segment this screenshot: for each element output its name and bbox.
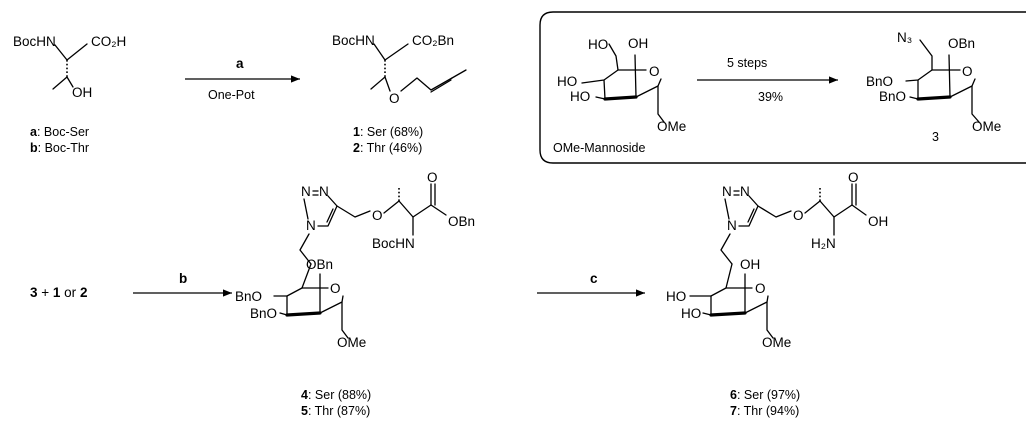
caption-id-6: 6 (730, 388, 737, 402)
p67-carbonyl-o-label: O (848, 170, 859, 185)
p45-bno-3-label: BnO (250, 306, 277, 321)
caption-id-4: 4 (301, 388, 308, 402)
azide-ome-label: OMe (972, 119, 1001, 134)
p67-acid-oh-label: OH (868, 214, 888, 229)
p67-n-b-label: N (740, 184, 750, 199)
reaction-arrow-a: a One-Pot (185, 56, 300, 102)
arrow-a-condition: One-Pot (208, 88, 255, 102)
azide-bno-4-label: BnO (866, 74, 893, 89)
svg-text:6: Ser (97%): 6: Ser (97%) (730, 388, 800, 402)
mann-ring-o-label: O (649, 64, 660, 79)
azide-ring-o-label: O (962, 64, 973, 79)
product-67-structure: N N N O O OH H₂N OH HO HO O OMe (666, 170, 888, 350)
p45-n-c-label: N (306, 218, 316, 233)
caption-boc-ser: : Boc-Ser (37, 125, 89, 139)
mannoside-structure: HO OH HO HO O OMe (557, 36, 686, 134)
inset-arrow-above: 5 steps (727, 56, 767, 70)
reactant-2: 2 (80, 285, 88, 300)
p67-ring-o-label: O (755, 281, 766, 296)
azide-compound-id: 3 (932, 130, 939, 144)
mann-oh-label: OH (628, 36, 648, 51)
product-12-structure: BocHN CO₂Bn O (332, 33, 467, 106)
caption-thr-87: : Thr (87%) (308, 404, 370, 418)
p67-oh-2-label: OH (740, 257, 760, 272)
product-67-captions: 6: Ser (97%) 7: Thr (94%) (730, 388, 800, 418)
product-45-structure: N N N O O OBn BocHN OBn BnO BnO O OMe (235, 170, 475, 350)
p45-ester-obn-label: OBn (448, 214, 475, 229)
caption-ser-68: : Ser (68%) (360, 125, 423, 139)
svg-text:b: Boc-Thr: b: Boc-Thr (30, 141, 89, 155)
p45-ring-o-label: O (330, 281, 341, 296)
p45-n-b-label: N (319, 184, 329, 199)
azide-bno-3-label: BnO (879, 89, 906, 104)
inset-arrow-below: 39% (758, 90, 783, 104)
start-oh-label: OH (72, 85, 92, 100)
mann-ho-3-label: HO (570, 89, 590, 104)
start-co2h-label: CO₂H (91, 34, 126, 49)
svg-text:4: Ser (88%): 4: Ser (88%) (301, 388, 371, 402)
caption-id-b: b (30, 141, 38, 155)
p45-ome-label: OMe (337, 335, 366, 350)
arrow-c-letter: c (590, 271, 598, 286)
reaction-arrow-b: b (133, 271, 232, 297)
arrow-a-letter: a (236, 56, 244, 71)
caption-id-1: 1 (353, 125, 360, 139)
mannoside-caption: OMe-Mannoside (553, 141, 645, 155)
svg-text:2: Thr (46%): 2: Thr (46%) (353, 141, 422, 155)
svg-text:a: Boc-Ser: a: Boc-Ser (30, 125, 89, 139)
p45-ether-o-label: O (372, 208, 383, 223)
p45-n-a-label: N (301, 184, 311, 199)
reactant-1: 1 (53, 285, 61, 300)
caption-id-5: 5 (301, 404, 308, 418)
p67-ether-o-label: O (793, 208, 804, 223)
p45-carbonyl-o-label: O (427, 170, 438, 185)
reaction-arrow-c: c (537, 271, 645, 297)
caption-thr-94: : Thr (94%) (737, 404, 799, 418)
product-12-captions: 1: Ser (68%) 2: Thr (46%) (353, 125, 423, 155)
p12-bochn-label: BocHN (332, 33, 375, 48)
inset-box (539, 11, 1026, 164)
caption-id-7: 7 (730, 404, 737, 418)
caption-ser-97: : Ser (97%) (737, 388, 800, 402)
reactant-plus: + (38, 285, 53, 300)
p12-co2bn-label: CO₂Bn (412, 33, 454, 48)
p67-ho-3-label: HO (681, 306, 701, 321)
start-captions: a: Boc-Ser b: Boc-Thr (30, 125, 89, 155)
caption-boc-thr: : Boc-Thr (38, 141, 89, 155)
p67-ome-label: OMe (762, 335, 791, 350)
p67-h2n-label: H₂N (811, 236, 836, 251)
azide-obn-label: OBn (948, 36, 975, 51)
p67-n-c-label: N (727, 218, 737, 233)
mann-ome-label: OMe (657, 119, 686, 134)
product-45-captions: 4: Ser (88%) 5: Thr (87%) (301, 388, 371, 418)
caption-ser-88: : Ser (88%) (308, 388, 371, 402)
caption-thr-46: : Thr (46%) (360, 141, 422, 155)
mann-ho-top-label: HO (588, 37, 608, 52)
p45-bno-4-label: BnO (235, 289, 262, 304)
azide-3-structure: N₃ OBn BnO BnO O OMe (866, 30, 1001, 134)
p67-n-a-label: N (722, 184, 732, 199)
caption-id-2: 2 (353, 141, 360, 155)
p67-ho-4-label: HO (666, 289, 686, 304)
svg-text:1: Ser (68%): 1: Ser (68%) (353, 125, 423, 139)
start-material-structure: BocHN CO₂H OH (13, 34, 126, 100)
svg-text:7: Thr (94%): 7: Thr (94%) (730, 404, 799, 418)
inset-arrow: 5 steps 39% (697, 56, 838, 104)
p12-o-label: O (389, 91, 400, 106)
mann-ho-4-label: HO (557, 74, 577, 89)
reactants-text: 3 + 1 or 2 (30, 285, 87, 300)
p45-bochn-label: BocHN (372, 236, 415, 251)
reactant-or: or (60, 285, 80, 300)
reactant-3: 3 (30, 285, 38, 300)
arrow-b-letter: b (179, 271, 187, 286)
start-bochn-label: BocHN (13, 34, 56, 49)
azide-n3-label: N₃ (897, 30, 912, 45)
p45-obn-2-label: OBn (306, 257, 333, 272)
caption-id-a: a (30, 125, 38, 139)
svg-text:5: Thr (87%): 5: Thr (87%) (301, 404, 370, 418)
